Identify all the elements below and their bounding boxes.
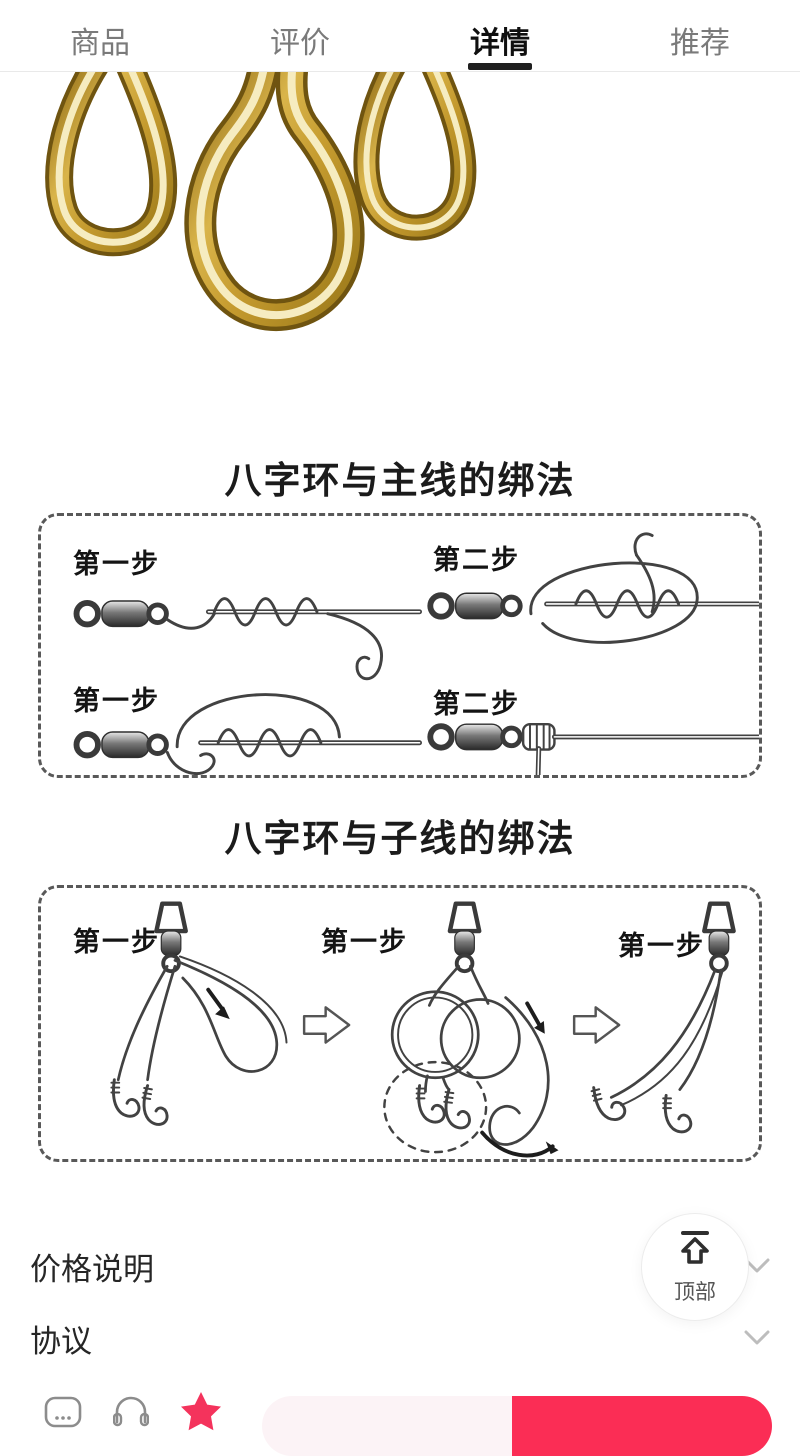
tab-reviews-label: 评价 xyxy=(270,26,330,60)
tab-product[interactable]: 商品 xyxy=(0,8,200,71)
subline-knot-diagrams xyxy=(109,888,759,1158)
section-title-mainline-knot: 八字环与主线的绑法 xyxy=(224,460,576,501)
buy-button[interactable] xyxy=(512,1396,772,1456)
step-label: 第二步 xyxy=(433,689,520,719)
tab-recommend-label: 推荐 xyxy=(670,26,730,60)
step-label: 第一步 xyxy=(73,686,160,716)
tab-recommend[interactable]: 推荐 xyxy=(600,8,800,71)
step-label: 第二步 xyxy=(433,545,520,575)
tab-details-label: 详情 xyxy=(470,26,530,60)
chevron-down-icon xyxy=(744,1330,770,1346)
tab-details[interactable]: 详情 xyxy=(400,8,600,71)
favorite-star-icon[interactable] xyxy=(180,1391,222,1436)
back-to-top-button[interactable]: 顶部 xyxy=(641,1213,749,1321)
step-label: 第一步 xyxy=(73,549,160,579)
mainline-knot-diagram-box: 第一步 第二步 第一步 第二步 xyxy=(38,513,762,778)
accordion-agreement[interactable]: 协议 xyxy=(0,1302,800,1374)
gold-rings-graphic xyxy=(0,72,800,432)
chevron-down-icon xyxy=(744,1258,770,1274)
step-label: 第一步 xyxy=(618,931,705,961)
customer-service-icon[interactable] xyxy=(112,1396,150,1433)
tab-product-label: 商品 xyxy=(70,26,130,60)
shop-icon[interactable] xyxy=(44,1396,82,1433)
bottom-action-bar xyxy=(0,1374,800,1456)
back-to-top-label: 顶部 xyxy=(674,1281,716,1304)
accordion-agreement-label: 协议 xyxy=(30,1323,92,1359)
product-image-gold-rings xyxy=(0,72,800,432)
cart-button[interactable] xyxy=(262,1396,512,1456)
step-label: 第一步 xyxy=(321,927,408,957)
section-title-subline-knot: 八字环与子线的绑法 xyxy=(224,818,576,859)
step-label: 第一步 xyxy=(73,927,160,957)
detail-tabbar: 商品 评价 详情 推荐 xyxy=(0,0,800,72)
subline-knot-diagram-box: 第一步 第一步 第一步 xyxy=(38,885,762,1162)
tab-reviews[interactable]: 评价 xyxy=(200,8,400,71)
active-tab-underline xyxy=(468,63,532,70)
mainline-knot-diagrams xyxy=(41,532,759,775)
accordion-price-label: 价格说明 xyxy=(30,1251,154,1287)
arrow-up-to-top-icon xyxy=(674,1228,716,1273)
